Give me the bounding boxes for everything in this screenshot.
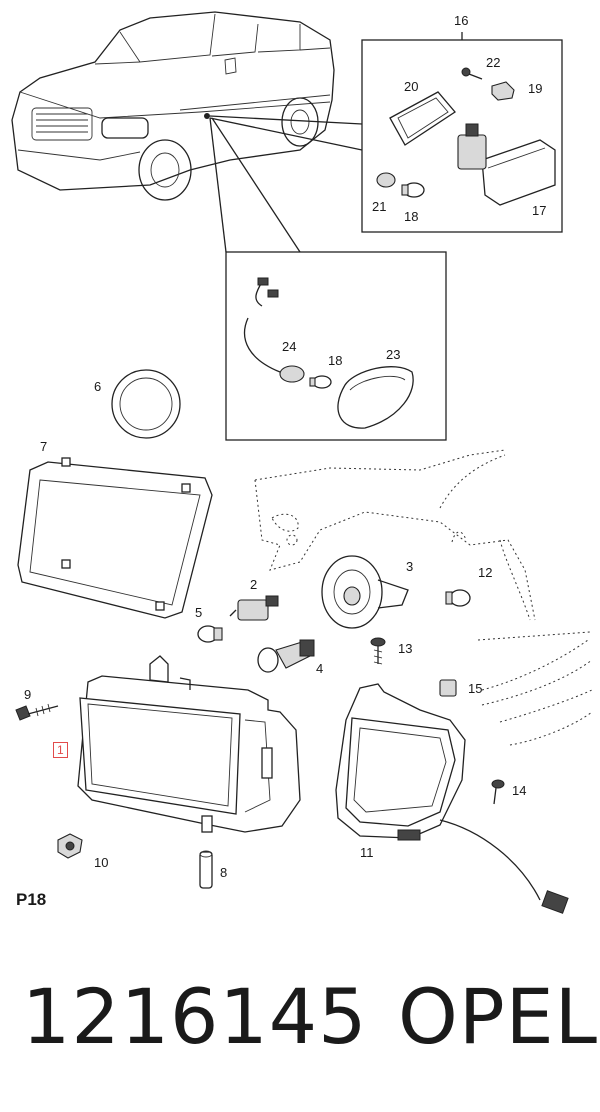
callout-20: 20 — [404, 79, 419, 94]
connector-wire-part — [243, 277, 305, 383]
callout-3: 3 — [406, 559, 414, 574]
callout-18-top: 18 — [404, 209, 419, 224]
retaining-ring-part — [111, 369, 181, 439]
screw-part — [370, 637, 386, 665]
part-number: 1216145 — [22, 972, 368, 1061]
callout-7: 7 — [40, 439, 48, 454]
nut-part — [57, 833, 83, 859]
callout-9: 9 — [24, 687, 32, 702]
headlamp-frame-part — [17, 457, 213, 619]
callout-23: 23 — [386, 347, 401, 362]
side-marker-lamp-part — [337, 366, 414, 429]
callout-11: 11 — [360, 845, 374, 860]
gasket-part — [389, 91, 456, 146]
bulb-part — [445, 589, 471, 607]
detail-box-side-marker — [225, 251, 447, 441]
callout-10: 10 — [94, 855, 109, 870]
headlamp-assembly-part — [77, 655, 301, 833]
callout-18-middle: 18 — [328, 353, 343, 368]
callout-2: 2 — [250, 577, 258, 592]
callout-8: 8 — [220, 865, 228, 880]
pointer-line — [209, 117, 227, 253]
indicator-lamp-part — [457, 123, 556, 206]
callout-17: 17 — [532, 203, 547, 218]
pointer-line — [209, 115, 363, 125]
callout-24: 24 — [282, 339, 297, 354]
diagram-drawing — [11, 11, 593, 914]
screw-part — [461, 67, 483, 80]
bumper-strip — [481, 639, 593, 746]
pointer-line — [211, 117, 301, 253]
headlamp-bulb-part — [257, 639, 315, 673]
screw-part — [15, 703, 59, 721]
pointer-line — [209, 117, 363, 151]
page-code: P18 — [16, 890, 47, 909]
callout-21: 21 — [372, 199, 387, 214]
callout-14: 14 — [512, 783, 527, 798]
bulb-part — [401, 182, 425, 198]
exploded-parts-diagram — [11, 11, 593, 914]
callout-19: 19 — [528, 81, 543, 96]
bulb-holder-part — [376, 172, 396, 188]
bulb-socket-part — [229, 595, 279, 621]
brand-name: OPEL — [398, 972, 599, 1061]
callout-5: 5 — [195, 605, 203, 620]
lamp-housing-part — [321, 555, 409, 629]
clip-part — [439, 679, 457, 697]
callout-22: 22 — [486, 55, 501, 70]
body-panel-outline — [254, 449, 591, 641]
bulb-part — [309, 375, 332, 389]
front-lamp-part — [335, 683, 569, 914]
callout-16: 16 — [454, 13, 469, 28]
bulb-part — [197, 625, 223, 643]
callout-15: 15 — [468, 681, 483, 696]
screw-part — [491, 779, 505, 805]
callout-13: 13 — [398, 641, 413, 656]
clip-part — [491, 81, 515, 101]
callout-1-highlighted[interactable]: 1 — [53, 742, 68, 758]
callout-4: 4 — [316, 661, 324, 676]
callout-6: 6 — [94, 379, 102, 394]
vehicle-drawing — [11, 11, 335, 201]
callout-12: 12 — [478, 565, 493, 580]
pin-part — [199, 850, 213, 889]
